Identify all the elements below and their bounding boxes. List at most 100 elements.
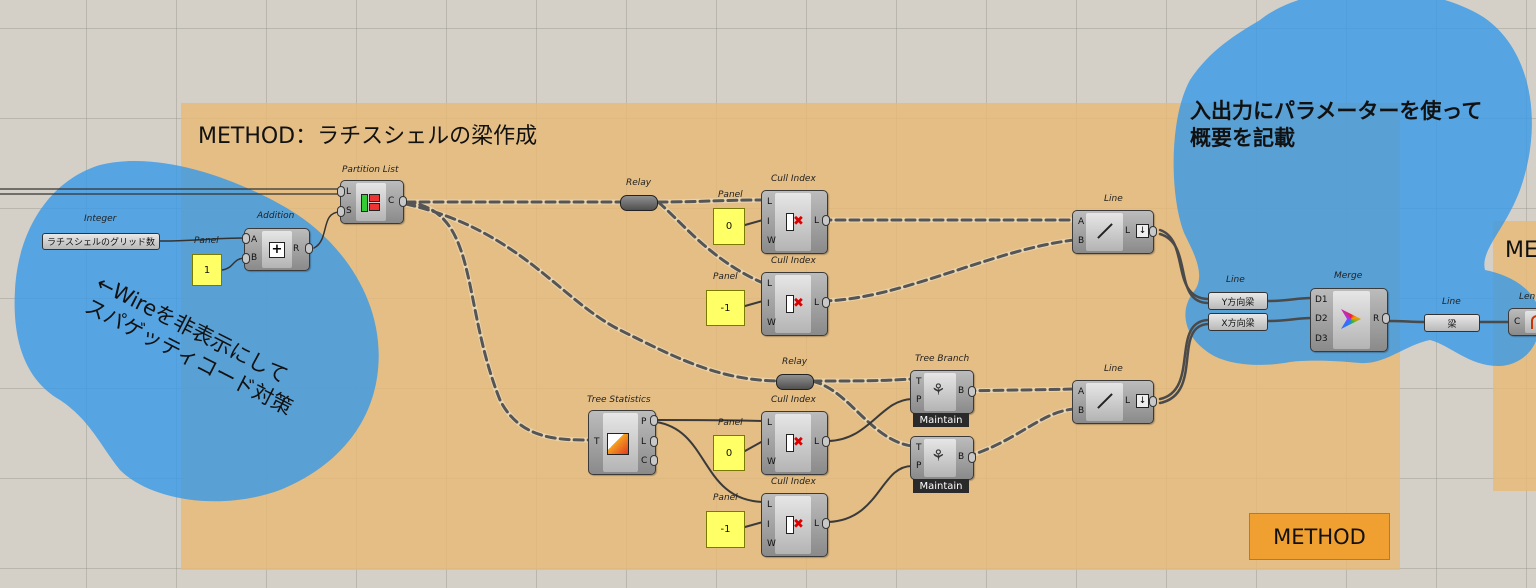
addition-component[interactable]: A B R +	[244, 228, 310, 271]
tree-branch-1[interactable]: T P B ⚘	[910, 370, 974, 414]
tree-branch2-out-b[interactable]: B	[958, 452, 965, 462]
output-grip[interactable]	[399, 196, 407, 207]
cull1-out-l[interactable]: L	[814, 216, 820, 226]
wire-relay2-tb2	[810, 379, 914, 448]
tree-stats-out-p[interactable]: P	[641, 417, 647, 427]
line-param-y-label: Line	[1226, 275, 1245, 285]
relay-top[interactable]	[620, 195, 658, 211]
cull4-out-l[interactable]: L	[814, 519, 820, 529]
wire-tb1-line2	[964, 387, 1076, 393]
input-grip[interactable]	[242, 253, 250, 264]
tree-stats-out-l[interactable]: L	[641, 437, 647, 447]
merge-component[interactable]: D1 D2 D3 R	[1310, 288, 1388, 352]
cull2-out-l[interactable]: L	[814, 298, 820, 308]
relay-mid[interactable]	[776, 374, 814, 390]
cull4-in-l[interactable]: L	[767, 500, 773, 510]
wire-line2-paramx	[1158, 318, 1210, 401]
tree-branch2-in-t[interactable]: T	[916, 443, 922, 453]
tree-stats-in-t[interactable]: T	[594, 437, 600, 447]
output-grip[interactable]	[1382, 313, 1390, 324]
line-param-y[interactable]: Y方向梁	[1208, 292, 1268, 310]
addition-in-a[interactable]: A	[251, 235, 258, 245]
wire-line1-paramy-b	[1158, 232, 1210, 305]
panel-1[interactable]: 1	[192, 254, 222, 286]
output-grip[interactable]	[822, 297, 830, 308]
cull3-in-i[interactable]: I	[767, 438, 770, 448]
cull1-in-w[interactable]: W	[767, 236, 776, 246]
line-param-x[interactable]: X方向梁	[1208, 313, 1268, 331]
tree-branch1-in-p[interactable]: P	[916, 395, 922, 405]
output-grip[interactable]	[650, 415, 658, 426]
partition-out-c[interactable]: C	[388, 196, 395, 206]
method-tag[interactable]: METHOD	[1249, 513, 1390, 560]
output-grip[interactable]	[1149, 396, 1157, 407]
output-grip[interactable]	[305, 243, 313, 254]
cull4-in-w[interactable]: W	[767, 539, 776, 549]
cull2-in-i[interactable]: I	[767, 299, 770, 309]
cull1-in-l[interactable]: L	[767, 197, 773, 207]
partition-list-component[interactable]: L S C	[340, 180, 404, 224]
merge-in-d3[interactable]: D3	[1315, 334, 1328, 344]
line-component-1[interactable]: A B L ↓	[1072, 210, 1154, 254]
output-grip[interactable]	[650, 436, 658, 447]
line2-out-l[interactable]: L	[1125, 396, 1131, 406]
cull4-in-i[interactable]: I	[767, 520, 770, 530]
addition-in-b[interactable]: B	[251, 253, 258, 263]
tree-branch2-in-p[interactable]: P	[916, 461, 922, 471]
merge-out-r[interactable]: R	[1373, 314, 1380, 324]
cull-index-4[interactable]: L I W L ✖	[761, 493, 828, 557]
merge-in-d1[interactable]: D1	[1315, 295, 1328, 305]
right-note-line1: 入出力にパラメーターを使って	[1190, 99, 1483, 123]
tree-branch1-in-t[interactable]: T	[916, 377, 922, 387]
cull2-in-l[interactable]: L	[767, 279, 773, 289]
cull-index-2[interactable]: L I W L ✖	[761, 272, 828, 336]
line-component-2[interactable]: A B L ↓	[1072, 380, 1154, 424]
cull3-out-l[interactable]: L	[814, 437, 820, 447]
cull3-in-l[interactable]: L	[767, 418, 773, 428]
cull2-in-w[interactable]: W	[767, 318, 776, 328]
tree-branch1-out-b[interactable]: B	[958, 386, 965, 396]
partition-in-l[interactable]: L	[346, 187, 352, 197]
panel-m1a[interactable]: -1	[706, 290, 745, 326]
output-grip[interactable]	[822, 436, 830, 447]
cull1-in-i[interactable]: I	[767, 217, 770, 227]
output-grip[interactable]	[968, 386, 976, 397]
cull-index-1[interactable]: L I W L ✖	[761, 190, 828, 254]
cull-index-3[interactable]: L I W L ✖	[761, 411, 828, 475]
partition-in-s[interactable]: S	[346, 206, 352, 216]
output-grip[interactable]	[968, 452, 976, 463]
panel-0a[interactable]: 0	[713, 208, 745, 245]
input-grip[interactable]	[337, 206, 345, 217]
tree-branch-2[interactable]: T P B ⚘	[910, 436, 974, 480]
tree-statistics-icon	[607, 433, 629, 455]
integer-param[interactable]: ラチスシェルのグリッド数	[42, 233, 160, 250]
wire-relay-cull1	[656, 198, 765, 204]
tree-stats-out-c[interactable]: C	[641, 456, 648, 466]
tree-statistics-component[interactable]: T P L C	[588, 410, 656, 475]
output-grip[interactable]	[822, 518, 830, 529]
length-in-c[interactable]: C	[1514, 317, 1521, 327]
panel-m1b[interactable]: -1	[706, 511, 745, 548]
line-param-out[interactable]: 梁	[1424, 314, 1480, 332]
line1-out-l[interactable]: L	[1125, 226, 1131, 236]
cull3-in-w[interactable]: W	[767, 457, 776, 467]
line2-in-a[interactable]: A	[1078, 387, 1085, 397]
input-grip[interactable]	[337, 186, 345, 197]
tree-branch-label: Tree Branch	[915, 354, 970, 364]
panel-0b[interactable]: 0	[713, 435, 745, 471]
wire-relay-cull2	[656, 200, 765, 285]
wire-part-treestats	[404, 200, 592, 442]
output-grip[interactable]	[1149, 226, 1157, 237]
addition-out-r[interactable]: R	[293, 244, 300, 254]
line1-in-a[interactable]: A	[1078, 217, 1085, 227]
merge-in-d2[interactable]: D2	[1315, 314, 1328, 324]
cull3-label: Cull Index	[771, 395, 816, 405]
relay-mid-label: Relay	[782, 357, 808, 367]
input-grip[interactable]	[242, 233, 250, 244]
output-grip[interactable]	[822, 215, 830, 226]
output-grip[interactable]	[650, 455, 658, 466]
line1-in-b[interactable]: B	[1078, 236, 1085, 246]
length-component[interactable]: C	[1508, 308, 1536, 336]
line2-in-b[interactable]: B	[1078, 406, 1085, 416]
